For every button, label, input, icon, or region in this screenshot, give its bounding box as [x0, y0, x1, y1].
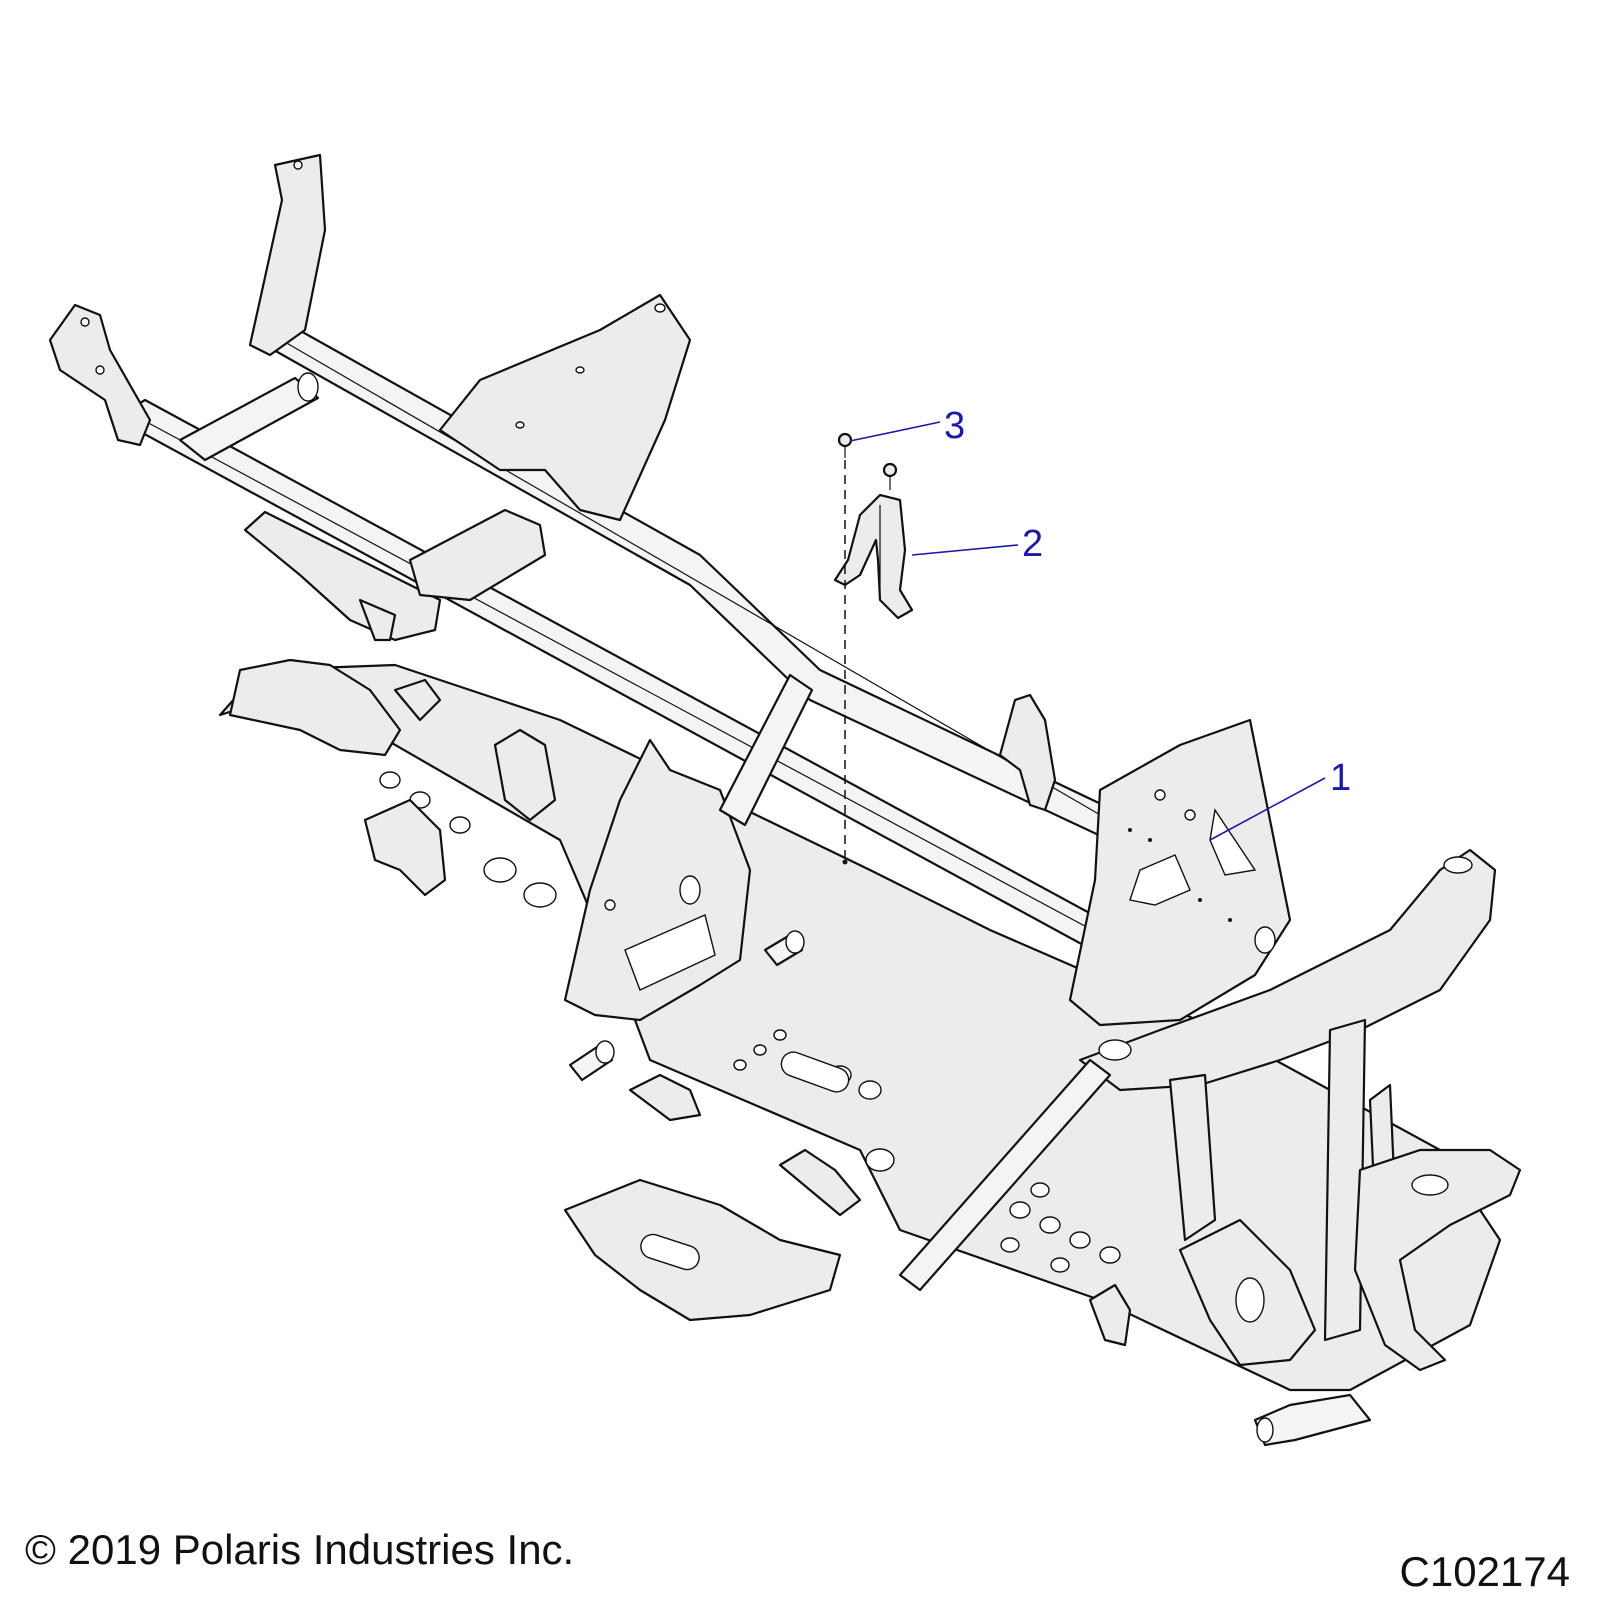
left-rail-side-bracket: [243, 510, 442, 642]
rear-lower-left-brackets: [228, 658, 557, 897]
front-clamp-bracket: [998, 693, 1057, 812]
rear-cross-tube: [178, 372, 320, 462]
mid-cross-bracket: [408, 508, 547, 602]
callout-3-label: 3: [944, 405, 965, 447]
mid-side-panel: [563, 738, 752, 1022]
floor-diagonal-brace: [898, 1058, 1112, 1292]
front-foot-plate: [563, 1178, 842, 1322]
floor-stub-tubes: [568, 930, 805, 1082]
front-right-side-bracket: [1353, 1148, 1522, 1372]
lower-mount-tabs: [628, 1073, 1132, 1347]
front-tower-plate: [1068, 718, 1292, 1027]
rear-left-upright: [48, 303, 152, 447]
callout-1-label: 1: [1330, 757, 1351, 799]
callout-1-leader: [1209, 777, 1326, 841]
callout-2-leader: [911, 544, 1019, 556]
install-point: [842, 859, 848, 865]
copyright-notice: © 2019 Polaris Industries Inc.: [25, 1526, 575, 1573]
front-upper-arch: [1078, 848, 1497, 1092]
part-3-bolts: [837, 432, 898, 490]
drawing-number: C102174: [1399, 1548, 1570, 1595]
diagonal-support-tube: [718, 673, 814, 827]
rear-mount-plate: [438, 293, 692, 522]
rear-right-upright: [248, 153, 327, 357]
part-2-bracket: [833, 493, 914, 620]
front-lower-bracket: [1178, 1218, 1317, 1367]
front-cross-tube: [1253, 1393, 1372, 1447]
callout-3-leader: [849, 421, 941, 442]
callout-2-label: 2: [1022, 523, 1043, 565]
